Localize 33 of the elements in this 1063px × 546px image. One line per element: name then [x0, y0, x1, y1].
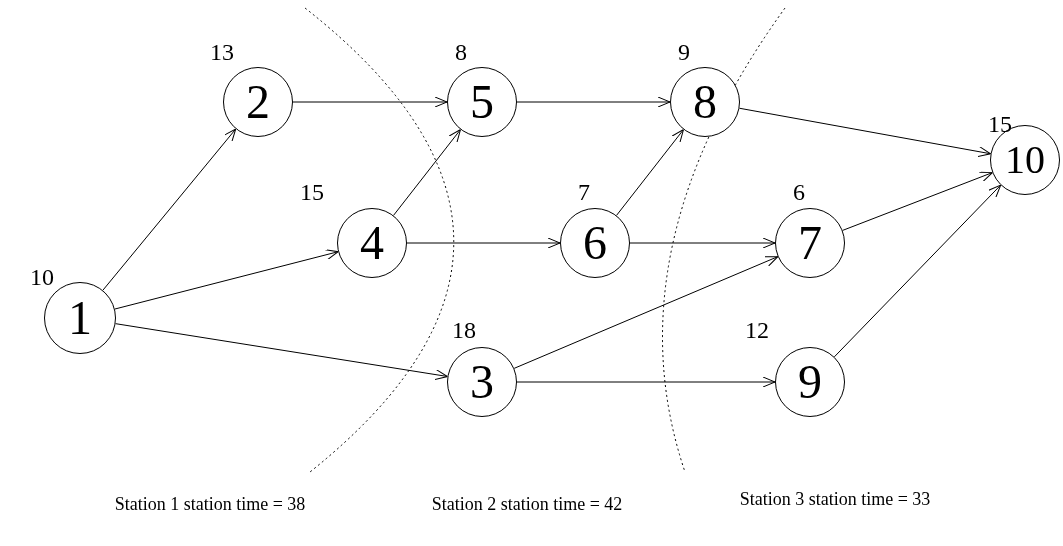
- circle-node: 8: [670, 67, 740, 137]
- station-label: Station 1 station time = 38: [113, 495, 307, 515]
- circle-node: 4: [337, 208, 407, 278]
- task-time: 12: [745, 318, 769, 342]
- arrow: [393, 129, 461, 216]
- station-label: Station 2 station time = 42: [430, 495, 624, 515]
- task-time: 9: [678, 40, 690, 64]
- circle-node: 2: [223, 67, 293, 137]
- task-time: 6: [793, 180, 805, 204]
- circle-node: 6: [560, 208, 630, 278]
- arrow: [738, 107, 992, 158]
- arrow: [516, 376, 776, 388]
- station-label: Station 3 station time = 33: [738, 490, 932, 510]
- arrow: [516, 96, 671, 108]
- arrow: [629, 237, 776, 249]
- circle-node: 9: [775, 347, 845, 417]
- circle-node: 3: [447, 347, 517, 417]
- circle-node: 7: [775, 208, 845, 278]
- arrow: [115, 323, 448, 381]
- arrow: [616, 129, 684, 216]
- circle-node: 5: [447, 67, 517, 137]
- task-time: 8: [455, 40, 467, 64]
- task-time: 7: [578, 180, 590, 204]
- arrow: [833, 184, 1002, 358]
- arrow: [842, 171, 993, 231]
- arrow: [102, 128, 237, 291]
- arrow: [513, 256, 779, 369]
- arrow: [292, 96, 448, 108]
- task-time: 15: [300, 180, 324, 204]
- task-time: 18: [452, 318, 476, 342]
- arrow: [406, 237, 561, 249]
- arrow: [114, 249, 339, 310]
- task-time: 13: [210, 40, 234, 64]
